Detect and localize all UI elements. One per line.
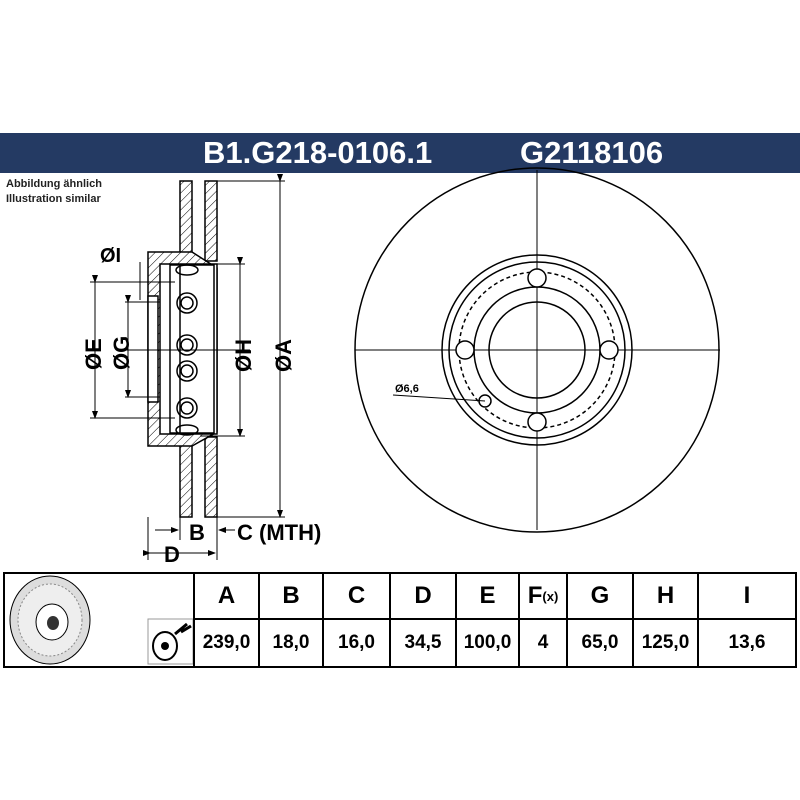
column-header-H: H bbox=[632, 574, 697, 620]
header-key: G bbox=[590, 582, 610, 609]
label-C: C (MTH) bbox=[237, 520, 321, 545]
hole-diameter-label: Ø6,6 bbox=[395, 383, 419, 395]
label-dI: ØI bbox=[100, 245, 121, 267]
value-A: 239,0 bbox=[193, 620, 258, 666]
column-header-C: C bbox=[322, 574, 389, 620]
disc-thumbnail bbox=[5, 574, 195, 666]
value-B: 18,0 bbox=[258, 620, 322, 666]
dimension-lines bbox=[90, 174, 285, 560]
header-key: B bbox=[282, 582, 300, 609]
value-E: 100,0 bbox=[455, 620, 518, 666]
value-D: 34,5 bbox=[389, 620, 455, 666]
column-header-B: B bbox=[258, 574, 322, 620]
technical-drawing: ØI ØE ØG ØH ØA B C (MTH) D Ø6,6 bbox=[81, 167, 720, 567]
label-dG: ØG bbox=[109, 336, 134, 370]
value-F: 4 bbox=[518, 620, 566, 666]
front-view bbox=[354, 167, 720, 533]
illustration-note-de: Abbildung ähnlich bbox=[6, 178, 102, 190]
column-header-D: D bbox=[389, 574, 455, 620]
header-key: E bbox=[479, 582, 496, 609]
header-key: F bbox=[527, 582, 543, 609]
label-dH: ØH bbox=[231, 339, 256, 372]
label-dA: ØA bbox=[271, 339, 296, 372]
column-header-A: A bbox=[193, 574, 258, 620]
illustration-note-en: Illustration similar bbox=[6, 193, 101, 205]
value-H: 125,0 bbox=[632, 620, 697, 666]
header-sub: (x) bbox=[542, 588, 559, 604]
header-key: I bbox=[743, 582, 751, 609]
part-number: B1.G218-0106.1 bbox=[203, 135, 433, 170]
column-header-I: I bbox=[697, 574, 795, 620]
header-key: D bbox=[414, 582, 432, 609]
value-G: 65,0 bbox=[566, 620, 632, 666]
column-header-E: E bbox=[455, 574, 518, 620]
label-B: B bbox=[189, 520, 205, 545]
column-header-F: F(x) bbox=[518, 574, 566, 620]
reference-number: G2118106 bbox=[520, 135, 664, 170]
header-key: A bbox=[217, 582, 236, 609]
value-C: 16,0 bbox=[322, 620, 389, 666]
header-key: C bbox=[347, 582, 366, 609]
vent-holes bbox=[175, 264, 199, 436]
bolt-holes bbox=[455, 268, 619, 432]
section-view bbox=[147, 180, 218, 518]
label-D: D bbox=[164, 542, 180, 567]
value-I: 13,6 bbox=[697, 620, 795, 666]
header-bar: B1.G218-0106.1 G2118106 bbox=[0, 133, 800, 173]
label-dE: ØE bbox=[81, 338, 106, 370]
header-key: H bbox=[656, 582, 675, 609]
column-header-G: G bbox=[566, 574, 632, 620]
